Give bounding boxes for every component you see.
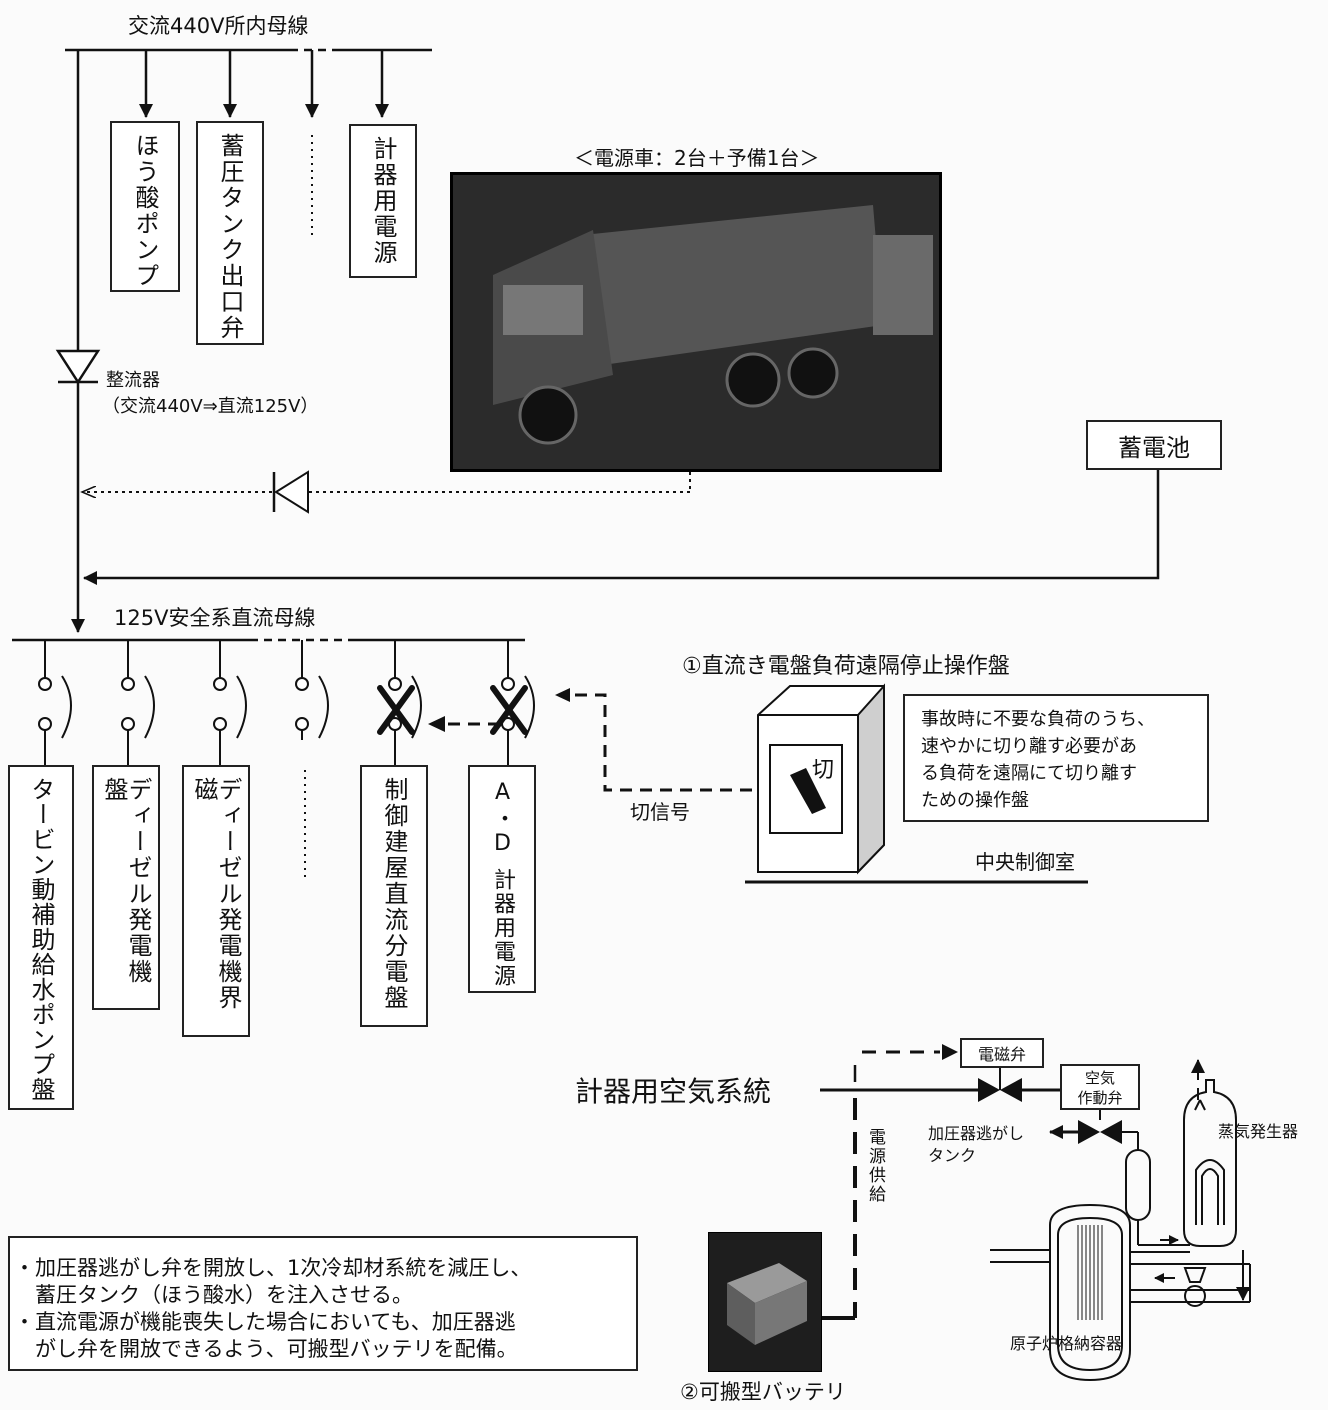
rectifier-label: 整流器 (106, 370, 160, 391)
turbine-afw-pump-panel-label: タービン動補助給水ポンプ盤 (27, 777, 55, 1102)
power-supply-label: 電源供給 (865, 1128, 885, 1204)
trip-signal-lines (428, 688, 752, 792)
accumulator-valve-box: 蓄圧タンク出口弁 (196, 121, 264, 345)
instrument-air-label: 計器用空気系統 (575, 1075, 772, 1108)
instrument-air-piping (820, 1044, 1080, 1320)
boric-acid-pump-box: ほう酸ポンプ (110, 121, 180, 292)
trip-signal-label: 切信号 (630, 800, 690, 824)
accumulator-valve-label: 蓄圧タンク出口弁 (216, 133, 244, 341)
panel-switch-label: 切 (812, 758, 835, 783)
air-operated-valve-box: 空気 作動弁 (1060, 1064, 1140, 1110)
diesel-gen-exciter-label: ディーゼル発電機界磁 (190, 777, 242, 1011)
battery-box: 蓄電池 (1086, 420, 1222, 470)
notes-box: ・加圧器逃がし弁を開放し、1次冷却材系統を減圧し、 蓄圧タンク（ほう酸水）を注入… (8, 1236, 638, 1371)
remote-panel-title: ①直流き電盤負荷遠隔停止操作盤 (682, 654, 1010, 679)
ad-instrument-power-label: 計器用電源 (490, 868, 515, 988)
containment-label: 原子炉格納容器 (1010, 1334, 1123, 1353)
relief-valve (1049, 1108, 1139, 1150)
solenoid-valve-label: 電磁弁 (977, 1045, 1026, 1064)
description-line-1: 事故時に不要な負荷のうち、 (921, 709, 1155, 730)
note-line-3: ・直流電源が機能喪失した場合においても、加圧器逃 (14, 1310, 516, 1334)
steam-generator-label: 蒸気発生器 (1218, 1122, 1299, 1141)
turbine-afw-pump-panel-box: タービン動補助給水ポンプ盤 (8, 765, 74, 1110)
dc-bus-label: 125V安全系直流母線 (114, 606, 316, 630)
relief-tank-label-line-2: タンク (928, 1146, 977, 1165)
description-line-2: 速やかに切り離す必要があ (921, 736, 1137, 757)
description-line-4: ための操作盤 (921, 790, 1029, 811)
solenoid-valve-box: 電磁弁 (960, 1038, 1044, 1068)
ac-load-feeders (139, 50, 389, 240)
control-room-label: 中央制御室 (975, 850, 1075, 874)
description-line-3: る負荷を遠隔にて切り離す (921, 763, 1137, 784)
ad-instrument-power-box: A・D 計器用電源 (468, 765, 536, 993)
ac-bus-label: 交流440V所内母線 (128, 14, 309, 38)
power-vehicle-caption: ＜電源車：2台＋予備1台＞ (574, 146, 820, 170)
instrument-power-box: 計器用電源 (349, 124, 417, 278)
boric-acid-pump-label: ほう酸ポンプ (131, 133, 159, 289)
power-vehicle-feed (82, 470, 691, 514)
diesel-gen-exciter-box: ディーゼル発電機界磁 (182, 765, 250, 1037)
instrument-power-label: 計器用電源 (369, 136, 397, 266)
diesel-gen-panel-box: ディーゼル発電機盤 (92, 765, 160, 1010)
rectifier-symbol (55, 349, 101, 385)
power-vehicle-truck-image (453, 175, 939, 469)
portable-battery-photo (708, 1232, 822, 1372)
reactor-system (990, 1059, 1251, 1382)
battery-label: 蓄電池 (1118, 433, 1190, 462)
control-bldg-dc-panel-label: 制御建屋直流分電盤 (380, 777, 408, 1011)
air-valve-label-line-1: 空気 (1084, 1069, 1115, 1087)
diesel-gen-panel-label: ディーゼル発電機盤 (100, 777, 152, 985)
rectifier-sublabel: （交流440V⇒直流125V） (102, 396, 319, 417)
remote-panel-cabinet (745, 683, 1088, 884)
remote-panel-description-box: 事故時に不要な負荷のうち、 速やかに切り離す必要があ る負荷を遠隔にて切り離す … (903, 694, 1209, 822)
control-bldg-dc-panel-box: 制御建屋直流分電盤 (360, 765, 428, 1027)
air-valve-label-line-2: 作動弁 (1077, 1089, 1123, 1107)
note-line-2: 蓄圧タンク（ほう酸水）を注入させる。 (14, 1283, 413, 1307)
portable-battery-image (709, 1233, 821, 1371)
note-line-4: がし弁を開放できるよう、可搬型バッテリを配備。 (14, 1337, 518, 1361)
portable-battery-label: ②可搬型バッテリ (680, 1380, 846, 1404)
note-line-1: ・加圧器逃がし弁を開放し、1次冷却材系統を減圧し、 (14, 1256, 532, 1280)
battery-feed (83, 470, 1160, 585)
power-vehicle-photo (450, 172, 942, 472)
ad-instrument-power-top-label: A・D (490, 780, 515, 858)
relief-tank-label-line-1: 加圧器逃がし (928, 1124, 1025, 1143)
